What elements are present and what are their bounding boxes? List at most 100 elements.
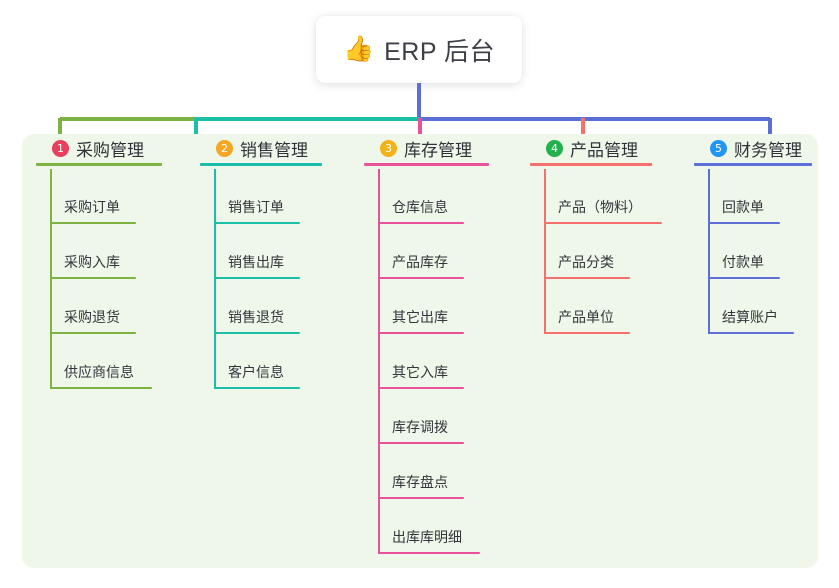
branch-column-3: 3 库存管理仓库信息产品库存其它出库其它入库库存调拨库存盘点出库库明细 xyxy=(364,134,522,554)
branch-item-label--3: 采购退货 xyxy=(64,309,120,325)
branch-item-label--4: 其它入库 xyxy=(392,364,448,380)
branch-item[interactable]: 销售出库 xyxy=(200,224,352,279)
branch-item-rule xyxy=(544,222,662,224)
branch-column-2: 2 销售管理销售订单销售出库销售退货客户信息 xyxy=(200,134,352,389)
branch-item-label--1: 回款单 xyxy=(722,199,764,215)
branch-item-label--3: 产品单位 xyxy=(558,309,614,325)
branch-item-label--1: 销售订单 xyxy=(228,199,284,215)
branch-item[interactable]: 供应商信息 xyxy=(36,334,188,389)
branch-header-rule-1 xyxy=(36,163,162,166)
branch-header-3[interactable]: 3 库存管理 xyxy=(364,134,522,166)
branch-item-rule xyxy=(378,497,464,499)
branch-item[interactable]: 其它出库 xyxy=(364,279,522,334)
branch-items-1: 采购订单采购入库采购退货供应商信息 xyxy=(36,169,188,389)
branch-item[interactable]: 产品库存 xyxy=(364,224,522,279)
branch-item[interactable]: 出库库明细 xyxy=(364,499,522,554)
branch-header-rule-2 xyxy=(200,163,322,166)
branch-item[interactable]: 产品分类 xyxy=(530,224,688,279)
branch-item[interactable]: 其它入库 xyxy=(364,334,522,389)
branch-spine-4 xyxy=(544,169,546,334)
branch-header-rule-4 xyxy=(530,163,652,166)
branch-item-label--6: 库存盘点 xyxy=(392,474,448,490)
branch-item[interactable]: 产品单位 xyxy=(530,279,688,334)
branch-header-5[interactable]: 5 财务管理 xyxy=(694,134,824,166)
branch-spine-3 xyxy=(378,169,380,554)
branch-item-label--1: 产品（物料） xyxy=(558,199,642,215)
branch-item[interactable]: 采购入库 xyxy=(36,224,188,279)
branch-item[interactable]: 产品（物料） xyxy=(530,169,688,224)
branch-badge-3: 3 xyxy=(380,139,397,157)
branches-panel: 1 采购管理采购订单采购入库采购退货供应商信息 2 销售管理销售订单销售出库销售退货客… xyxy=(22,134,818,568)
branch-spine-5 xyxy=(708,169,710,334)
branch-badge-1: 1 xyxy=(52,139,69,157)
branch-items-3: 仓库信息产品库存其它出库其它入库库存调拨库存盘点出库库明细 xyxy=(364,169,522,554)
branch-item-label--4: 客户信息 xyxy=(228,364,284,380)
branch-item-rule xyxy=(708,277,780,279)
branch-column-5: 5 财务管理回款单付款单结算账户 xyxy=(694,134,824,334)
branch-column-1: 1 采购管理采购订单采购入库采购退货供应商信息 xyxy=(36,134,188,389)
branch-item[interactable]: 库存调拨 xyxy=(364,389,522,444)
branch-header-rule-3 xyxy=(364,163,489,166)
branch-item[interactable]: 销售退货 xyxy=(200,279,352,334)
branch-header-1[interactable]: 1 采购管理 xyxy=(36,134,188,166)
branch-item-rule xyxy=(544,277,630,279)
branch-item-rule xyxy=(214,387,300,389)
branch-item-label--2: 产品分类 xyxy=(558,254,614,270)
branch-item-label--3: 结算账户 xyxy=(722,309,778,325)
branch-item[interactable]: 付款单 xyxy=(694,224,824,279)
branch-item[interactable]: 回款单 xyxy=(694,169,824,224)
branch-item-label--7: 出库库明细 xyxy=(392,529,462,545)
branch-item-label--2: 销售出库 xyxy=(228,254,284,270)
branch-item[interactable]: 采购退货 xyxy=(36,279,188,334)
branch-item-rule xyxy=(50,387,152,389)
branch-item-label--5: 库存调拨 xyxy=(392,419,448,435)
branch-item[interactable]: 销售订单 xyxy=(200,169,352,224)
branch-item-rule xyxy=(50,332,136,334)
branch-item-rule xyxy=(50,222,136,224)
branch-item[interactable]: 结算账户 xyxy=(694,279,824,334)
branch-item-rule xyxy=(378,332,464,334)
branch-item[interactable]: 采购订单 xyxy=(36,169,188,224)
branch-item-rule xyxy=(50,277,136,279)
branch-item-rule xyxy=(214,332,300,334)
branch-spine-1 xyxy=(50,169,52,389)
branch-badge-4: 4 xyxy=(546,139,563,157)
branch-item-label--3: 其它出库 xyxy=(392,309,448,325)
branch-item-rule xyxy=(214,222,300,224)
root-node-title: ERP 后台 xyxy=(384,37,496,66)
branch-title-5: 财务管理 xyxy=(734,140,802,160)
branch-item-rule xyxy=(378,442,464,444)
branch-item-label--1: 采购订单 xyxy=(64,199,120,215)
branch-item-label--1: 仓库信息 xyxy=(392,199,448,215)
branch-item-rule xyxy=(708,332,794,334)
branch-item-rule xyxy=(378,222,464,224)
branch-title-2: 销售管理 xyxy=(240,140,308,160)
thumbs-up-icon: 👍 xyxy=(342,35,375,63)
branch-item-label--2: 产品库存 xyxy=(392,254,448,270)
branch-header-2[interactable]: 2 销售管理 xyxy=(200,134,352,166)
branch-item-label--4: 供应商信息 xyxy=(64,364,134,380)
branch-items-2: 销售订单销售出库销售退货客户信息 xyxy=(200,169,352,389)
branch-item-rule xyxy=(378,552,480,554)
branch-item[interactable]: 仓库信息 xyxy=(364,169,522,224)
branch-item-rule xyxy=(708,222,780,224)
branch-item-label--3: 销售退货 xyxy=(228,309,284,325)
branch-badge-2: 2 xyxy=(216,139,233,157)
branch-item-rule xyxy=(378,387,464,389)
branch-item[interactable]: 库存盘点 xyxy=(364,444,522,499)
branch-items-4: 产品（物料） 产品分类产品单位 xyxy=(530,169,688,334)
branch-item-rule xyxy=(214,277,300,279)
branch-title-3: 库存管理 xyxy=(404,140,472,160)
branch-item-label--2: 付款单 xyxy=(722,254,764,270)
branch-title-1: 采购管理 xyxy=(76,140,144,160)
branch-item-rule xyxy=(544,332,630,334)
branch-item[interactable]: 客户信息 xyxy=(200,334,352,389)
branch-item-rule xyxy=(378,277,464,279)
root-node[interactable]: 👍 ERP 后台 xyxy=(316,16,522,83)
branch-header-rule-5 xyxy=(694,163,812,166)
branch-badge-5: 5 xyxy=(710,139,727,157)
branch-item-label--2: 采购入库 xyxy=(64,254,120,270)
